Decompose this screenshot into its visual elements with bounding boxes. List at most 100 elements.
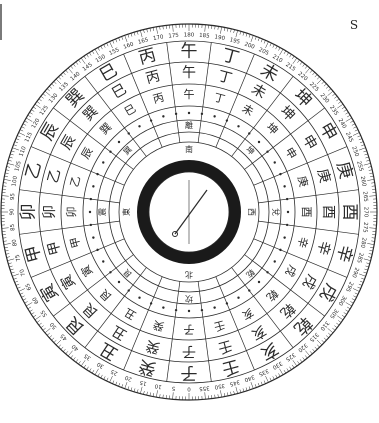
degree-tick [78,361,80,364]
degree-tick [8,160,11,161]
degree-label: 275 [361,222,368,233]
degree-tick [287,53,289,56]
degree-tick [315,75,317,78]
mountain-char: 子 [181,363,198,383]
degree-tick [369,228,376,229]
trigram-char: 坎 [185,294,193,304]
ring-dot [274,260,276,262]
trigram-char: 兌 [271,208,281,216]
degree-tick [58,345,60,348]
degree-tick [58,77,60,80]
degree-label: 95 [10,192,17,200]
ring-dot [150,119,152,121]
degree-tick [54,81,57,83]
degree-tick [125,382,127,389]
mountain-char: 辛 [314,239,333,257]
degree-tick [370,247,373,248]
mountain-char: 申 [299,132,320,152]
ring-dot [109,151,111,153]
degree-tick [101,46,103,49]
degree-tick [28,307,31,309]
sector-divider [19,190,119,203]
degree-tick [4,247,7,248]
mountain-char: 巳 [96,60,121,86]
degree-label: 155 [108,47,121,57]
degree-tick [258,383,259,386]
mountain-char: 卯 [19,204,39,221]
ring-dot [138,125,140,127]
degree-tick [364,154,367,155]
degree-tick [273,376,275,379]
degree-tick [89,368,91,371]
degree-tick [344,312,347,314]
ring-dot [201,113,203,115]
ring-dot [188,112,190,114]
mountain-char: 丑 [122,305,138,322]
degree-label: 340 [243,373,255,382]
degree-tick [30,310,33,312]
degree-tick [45,91,50,95]
mountain-char: 坤 [277,103,298,124]
degree-label: 70 [19,268,27,277]
degree-tick [25,301,28,303]
degree-tick [95,369,99,375]
north-arrow-icon [0,0,2,40]
degree-tick [224,393,225,396]
degree-label: 15 [139,379,148,387]
mountain-char: 辛 [295,235,311,249]
mountain-char: 丙 [144,68,162,87]
degree-tick [359,284,362,285]
mountain-char: 艮 [80,300,101,321]
degree-tick [35,104,41,108]
degree-tick [345,310,348,312]
degree-tick [205,392,206,399]
degree-tick [81,360,85,366]
degree-tick [19,133,25,136]
degree-tick [322,340,325,342]
mountain-char: 午 [184,88,195,101]
ring-dot [109,271,111,273]
degree-tick [19,288,25,291]
degree-tick [220,390,221,397]
degree-tick [41,96,44,98]
degree-tick [345,112,348,114]
degree-tick [292,56,294,59]
degree-tick [81,58,85,64]
ring-dot [92,236,94,238]
degree-tick [30,112,33,114]
degree-tick [140,30,142,37]
degree-tick [43,94,46,96]
degree-label: 270 [363,207,369,218]
ring-dot [89,211,91,213]
ring-dot [162,115,164,117]
degree-tick [150,28,151,31]
degree-tick [261,39,262,42]
degree-tick [251,382,253,389]
ring-dot [237,297,239,299]
degree-tick [37,101,40,103]
mountain-char: 癸 [137,355,159,379]
degree-tick [4,243,11,244]
mountain-char: 巳 [109,81,129,102]
mountain-char: 辰 [79,145,96,161]
mountain-char: 癸 [144,337,162,356]
degree-label: 175 [168,33,179,40]
degree-label: 75 [15,253,23,262]
degree-tick [107,43,109,46]
degree-tick [359,274,366,276]
ring-dot [90,198,92,200]
degree-tick [71,355,73,358]
direction-char: 西 [247,208,256,216]
degree-tick [89,53,91,56]
degree-tick [350,301,353,303]
degree-tick [352,124,355,126]
degree-tick [364,269,367,270]
degree-tick [101,375,103,378]
degree-label: 265 [361,191,368,202]
degree-tick [113,40,114,43]
direction-char: 東 [121,208,131,216]
degree-tick [16,139,19,140]
degree-tick [95,49,99,55]
mountain-char: 巳 [122,102,138,119]
degree-tick [350,121,353,123]
